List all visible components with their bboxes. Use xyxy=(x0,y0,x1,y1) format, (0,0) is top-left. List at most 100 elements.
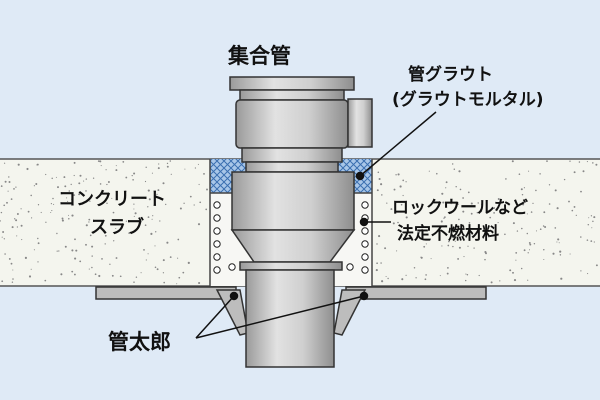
concrete-speckle xyxy=(111,197,113,199)
concrete-speckle xyxy=(177,257,179,259)
concrete-speckle xyxy=(135,276,138,278)
concrete-speckle xyxy=(588,217,590,219)
concrete-speckle xyxy=(104,234,107,237)
concrete-speckle xyxy=(71,198,73,200)
concrete-speckle xyxy=(504,233,506,236)
concrete-speckle xyxy=(457,203,459,205)
concrete-speckle xyxy=(512,222,515,225)
concrete-speckle xyxy=(590,215,593,217)
concrete-speckle xyxy=(35,182,38,186)
concrete-speckle xyxy=(516,230,519,232)
concrete-speckle xyxy=(481,203,483,206)
concrete-speckle xyxy=(85,190,87,192)
concrete-speckle xyxy=(45,173,47,176)
concrete-speckle xyxy=(497,222,499,224)
concrete-speckle xyxy=(548,184,551,186)
concrete-speckle xyxy=(522,203,525,206)
concrete-speckle xyxy=(125,220,127,222)
concrete-speckle xyxy=(125,176,128,179)
concrete-speckle xyxy=(399,185,402,188)
concrete-speckle xyxy=(169,256,172,258)
concrete-speckle xyxy=(158,163,160,165)
concrete-speckle xyxy=(183,202,185,204)
concrete-speckle xyxy=(85,178,88,180)
concrete-speckle xyxy=(73,194,76,196)
concrete-speckle xyxy=(405,216,408,219)
concrete-speckle xyxy=(133,281,135,283)
concrete-speckle xyxy=(66,197,68,199)
concrete-speckle xyxy=(45,221,47,223)
concrete-speckle xyxy=(1,280,4,283)
concrete-speckle xyxy=(447,267,449,269)
concrete-speckle xyxy=(0,220,1,222)
concrete-speckle xyxy=(26,167,29,171)
concrete-speckle xyxy=(563,178,566,181)
concrete-speckle xyxy=(470,212,473,215)
concrete-speckle xyxy=(400,203,403,206)
concrete-speckle xyxy=(147,216,150,218)
concrete-speckle xyxy=(106,183,108,186)
concrete-speckle xyxy=(10,198,13,200)
concrete-speckle xyxy=(145,259,147,261)
concrete-speckle xyxy=(533,242,536,245)
concrete-speckle xyxy=(16,226,19,228)
concrete-speckle xyxy=(68,190,71,192)
concrete-speckle xyxy=(151,172,153,174)
concrete-speckle xyxy=(51,210,53,212)
concrete-speckle xyxy=(513,279,517,282)
concrete-speckle xyxy=(27,210,30,213)
concrete-speckle xyxy=(0,211,3,214)
concrete-speckle xyxy=(448,240,450,243)
rockwool-sub-label: 法定不燃材料 xyxy=(397,224,499,244)
concrete-speckle xyxy=(140,272,142,274)
concrete-speckle xyxy=(462,197,464,199)
concrete-speckle xyxy=(526,232,529,235)
concrete-speckle xyxy=(465,279,467,282)
concrete-speckle xyxy=(434,199,436,201)
concrete-speckle xyxy=(166,165,169,168)
concrete-speckle xyxy=(428,170,430,172)
concrete-speckle xyxy=(75,249,78,252)
concrete-speckle xyxy=(381,194,383,196)
concrete-speckle xyxy=(527,252,529,254)
concrete-speckle xyxy=(17,163,20,166)
concrete-speckle xyxy=(112,211,115,214)
concrete-speckle xyxy=(132,178,134,181)
concrete-speckle xyxy=(178,276,181,279)
concrete-speckle xyxy=(28,275,32,278)
concrete-speckle xyxy=(115,227,117,230)
concrete-speckle xyxy=(199,201,202,204)
concrete-speckle xyxy=(445,225,447,227)
concrete-speckle xyxy=(99,160,102,163)
concrete-speckle xyxy=(376,243,378,245)
concrete-speckle xyxy=(381,280,384,283)
concrete-speckle xyxy=(52,197,54,200)
concrete-speckle xyxy=(441,192,444,195)
concrete-speckle xyxy=(477,202,479,204)
concrete-speckle xyxy=(58,250,60,252)
concrete-speckle xyxy=(397,173,400,176)
concrete-speckle xyxy=(539,228,542,231)
concrete-speckle xyxy=(147,253,149,255)
concrete-speckle xyxy=(592,162,594,164)
concrete-speckle xyxy=(124,190,127,193)
concrete-speckle xyxy=(440,220,443,223)
concrete-speckle xyxy=(586,239,589,241)
concrete-speckle xyxy=(24,256,27,259)
concrete-speckle xyxy=(70,183,72,186)
concrete-speckle xyxy=(415,277,417,279)
concrete-speckle xyxy=(455,185,457,188)
concrete-speckle xyxy=(60,273,63,276)
concrete-speckle xyxy=(33,185,35,187)
concrete-speckle xyxy=(101,258,103,260)
concrete-speckle xyxy=(425,274,427,276)
concrete-speckle xyxy=(413,266,416,269)
concrete-speckle xyxy=(445,187,447,189)
concrete-speckle xyxy=(20,208,22,210)
concrete-speckle xyxy=(79,174,82,177)
concrete-speckle xyxy=(459,188,462,191)
concrete-speckle xyxy=(380,183,383,186)
concrete-speckle xyxy=(390,208,393,211)
concrete-speckle xyxy=(33,249,35,251)
concrete-speckle xyxy=(147,189,150,192)
